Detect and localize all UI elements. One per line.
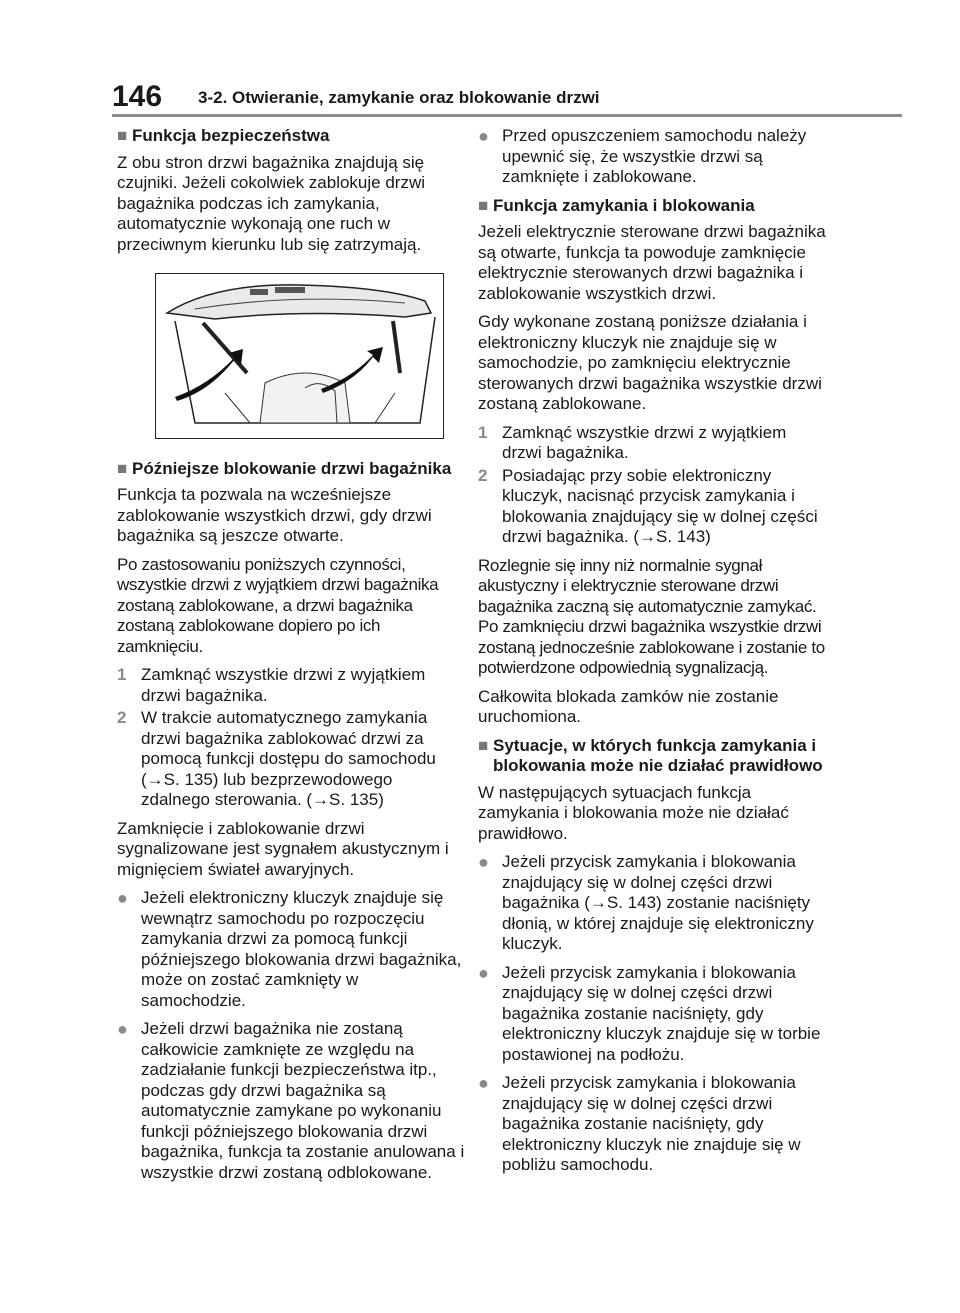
round-bullet-icon: ●: [117, 888, 128, 908]
bullet-item: ●Jeżeli przycisk zamykania i blokowania …: [478, 962, 821, 1064]
header-divider: [112, 114, 902, 117]
square-bullet-icon: ■: [478, 195, 489, 215]
tailgate-illustration: [155, 273, 444, 439]
paragraph: W następujących sytuacjach funkcja zamyk…: [478, 782, 789, 843]
paragraph: Gdy wykonane zostaną poniższe działania …: [478, 312, 822, 413]
paragraph: Po zastosowaniu poniższych czynności, ws…: [117, 554, 439, 656]
left-column: ■Funkcja bezpieczeństwa Z obu stron drzw…: [117, 126, 465, 1191]
page-number: 146: [112, 80, 163, 113]
paragraph: Z obu stron drzwi bagażnika znajdują się…: [117, 152, 426, 254]
round-bullet-icon: ●: [478, 1073, 489, 1093]
step-number: 1: [478, 422, 488, 442]
bullet-item: ●Jeżeli przycisk zamykania i blokowania …: [478, 1073, 801, 1174]
bullet-item: ●Jeżeli drzwi bagażnika nie zostaną całk…: [117, 1019, 465, 1182]
section-heading: ■Sytuacje, w których funkcja zamykania i…: [478, 735, 823, 776]
square-bullet-icon: ■: [117, 458, 128, 478]
round-bullet-icon: ●: [478, 852, 489, 872]
section-heading: ■Funkcja zamykania i blokowania: [478, 195, 755, 215]
page-header: 146 3-2. Otwieranie, zamykanie oraz blok…: [112, 80, 902, 116]
square-bullet-icon: ■: [478, 735, 489, 755]
round-bullet-icon: ●: [117, 1019, 128, 1039]
step-number: 1: [117, 665, 127, 684]
square-bullet-icon: ■: [117, 126, 128, 145]
bullet-item: ●Przed opuszczeniem samochodu należy upe…: [478, 126, 807, 186]
paragraph: Zamknięcie i zablokowanie drzwi sygnaliz…: [117, 818, 449, 879]
round-bullet-icon: ●: [478, 962, 489, 983]
paragraph: Całkowita blokada zamków nie zostanie ur…: [478, 686, 779, 727]
section-heading: ■Późniejsze blokowanie drzwi bagażnika: [117, 458, 452, 478]
paragraph: Funkcja ta pozwala na wcześniejsze zablo…: [117, 485, 432, 545]
step-number: 2: [117, 708, 127, 727]
section-heading: ■Funkcja bezpieczeństwa: [117, 126, 330, 145]
round-bullet-icon: ●: [478, 126, 489, 146]
step-number: 2: [478, 465, 488, 485]
bullet-item: ●Jeżeli elektroniczny kluczyk znajduje s…: [117, 888, 462, 1010]
paragraph: Jeżeli elektrycznie sterowane drzwi baga…: [478, 222, 826, 303]
chapter-title: 3-2. Otwieranie, zamykanie oraz blokowan…: [198, 88, 600, 107]
bullet-item: ●Jeżeli przycisk zamykania i blokowania …: [478, 852, 814, 953]
paragraph: Rozlegnie się inny niż normalnie sygnał …: [478, 555, 825, 678]
right-column: ●Przed opuszczeniem samochodu należy upe…: [478, 126, 826, 1184]
